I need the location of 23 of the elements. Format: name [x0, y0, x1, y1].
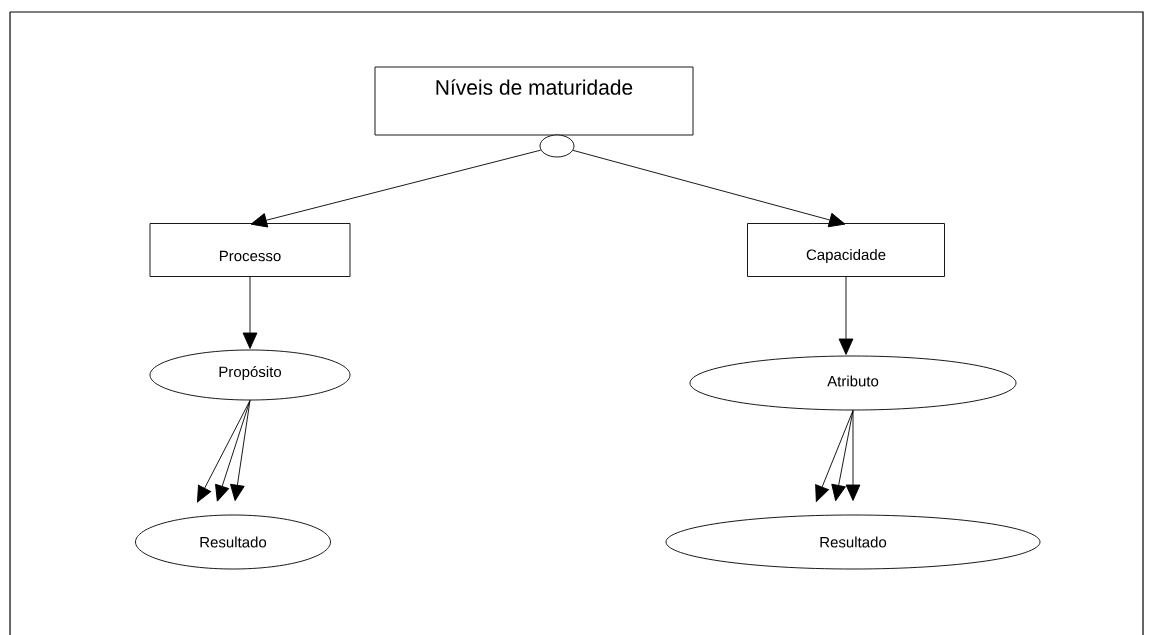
arrow — [250, 149, 542, 228]
node-label: Capacidade — [806, 249, 886, 263]
ellipse-node — [149, 349, 351, 401]
arrow — [197, 400, 251, 503]
node-label: Processo — [219, 250, 281, 262]
arrow — [845, 410, 861, 501]
arrow — [242, 276, 258, 349]
node-label: Propósito — [219, 365, 282, 381]
process-box — [149, 223, 351, 277]
ellipse-node — [135, 514, 331, 570]
node-label: Níveis de maturidade — [436, 79, 633, 95]
process-box — [747, 223, 945, 277]
node-label: Resultado — [820, 536, 887, 548]
arrow — [215, 400, 251, 502]
node-label: Atributo — [827, 375, 879, 387]
small-ellipse — [539, 134, 575, 158]
ellipse-node — [689, 355, 1017, 411]
arrow — [572, 149, 846, 228]
arrow — [838, 276, 854, 355]
arrow — [230, 400, 251, 502]
node-label: Resultado — [200, 536, 267, 548]
arrow — [815, 410, 854, 502]
ellipse-node — [665, 514, 1041, 570]
